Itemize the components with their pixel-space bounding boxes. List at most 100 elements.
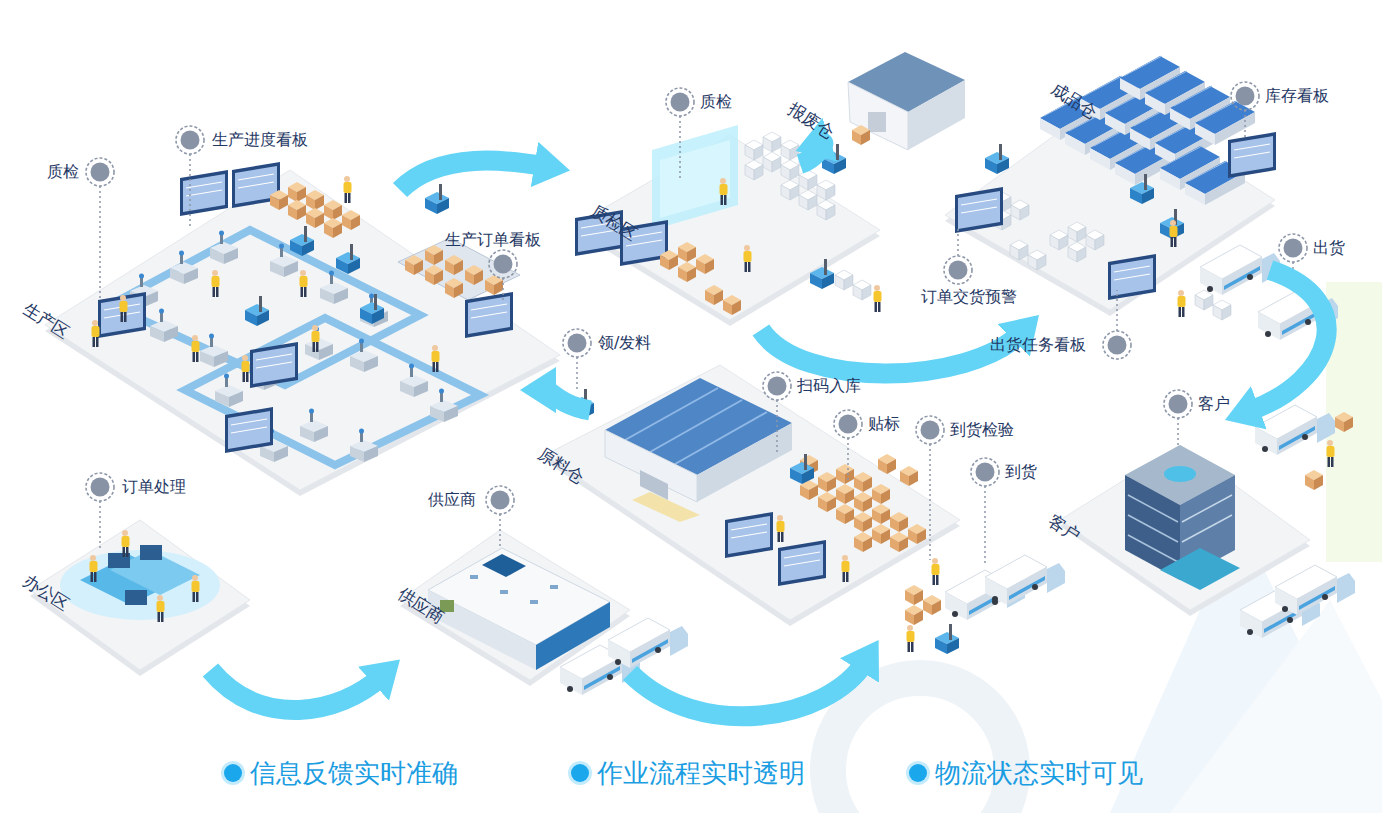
callout-label: 质检 [47, 161, 79, 183]
quality-area-art-part [660, 250, 678, 270]
customer-area-art [1125, 405, 1355, 638]
production-area-art-part [305, 327, 333, 361]
zone-area: 供应商 [400, 520, 630, 690]
callout-icons [86, 82, 1307, 514]
raw-warehouse-art-part [905, 605, 923, 625]
zone-label: 生产区 [19, 298, 73, 342]
scrap-warehouse-art-part [868, 112, 886, 132]
callout-markers-part [679, 116, 681, 180]
supplier-area-art-part [550, 585, 558, 589]
office-area-art-part [90, 555, 98, 582]
supplier-area-art-part [482, 554, 526, 577]
legend-text: 物流状态实时可见 [935, 757, 1143, 789]
production-area-art-part [324, 218, 342, 238]
callout-label: 客户 [1198, 393, 1230, 415]
raw-warehouse-art-part [836, 484, 854, 504]
callout-label: 贴标 [868, 413, 900, 435]
platforms-part [545, 365, 960, 620]
platforms-part [575, 135, 880, 320]
callout-icons-part [563, 329, 591, 357]
callout-icons-part [763, 372, 791, 400]
office-area-art-part [125, 590, 147, 605]
raw-warehouse-art-part [878, 454, 896, 474]
callout-label: 供应商 [428, 489, 476, 511]
callout-markers-part [99, 186, 101, 300]
callout-markers-part [1177, 418, 1179, 448]
callout-icons-part [1164, 390, 1192, 418]
callout-icons-part [944, 256, 972, 284]
order-shelves [398, 238, 520, 338]
quality-area-art-part [745, 160, 763, 180]
finished-warehouse-art-part [1228, 132, 1276, 178]
production-area-art-part [288, 200, 306, 220]
customer-area-art-part [1275, 565, 1355, 615]
production-area-art-part [306, 208, 324, 228]
quality-area-art-part [678, 262, 696, 282]
order-shelves-part [465, 265, 483, 285]
scrap-warehouse-art-part [848, 82, 908, 150]
quality-area-art-part [835, 270, 853, 290]
zone-area: 质检区 [570, 120, 800, 330]
customer-area-art-part [1128, 495, 1178, 522]
raw-warehouse-art-part [935, 624, 959, 654]
callout-icons-part [1231, 82, 1259, 110]
legend-swatch [224, 764, 242, 782]
finished-warehouse-art-part [1050, 230, 1068, 250]
production-area-art-part [192, 335, 200, 362]
zone-label: 成品仓 [1047, 78, 1101, 122]
production-area-art-part [336, 244, 360, 274]
office-area-art-part [157, 595, 165, 622]
quality-area-art [425, 125, 882, 315]
zone-label: 办公区 [19, 570, 73, 614]
production-area-art-part [92, 320, 100, 347]
customer-area-art-part [1182, 495, 1232, 522]
raw-warehouse-art-part [932, 558, 940, 585]
production-area-art-part [342, 210, 360, 230]
flow-arrow [210, 670, 380, 710]
finished-warehouse-art-part [1178, 290, 1186, 317]
raw-warehouse-art-part [725, 512, 773, 558]
office-area-art-part [192, 575, 200, 602]
production-area-art-part [344, 176, 352, 203]
finished-warehouse-art-part [1200, 245, 1280, 295]
zone-label: 客户 [1044, 510, 1083, 545]
quality-area-art-part [810, 259, 834, 289]
production-area-art-part [290, 226, 314, 256]
callout-markers-part [776, 400, 778, 455]
callout-icons-part [176, 126, 204, 154]
finished-warehouse-art-part [1086, 230, 1104, 250]
callout-markers-part [576, 357, 578, 392]
quality-area-art-part [425, 184, 449, 214]
zone-area: 原料仓 [590, 360, 960, 640]
raw-warehouse-art-part [854, 532, 872, 552]
zone-label: 质检区 [587, 200, 641, 244]
supplier-area-art-part [500, 590, 508, 594]
production-area-art-part [312, 325, 320, 352]
production-area-art-part [360, 294, 388, 328]
raw-warehouse-art-part [842, 555, 850, 582]
production-area-art-part [300, 409, 328, 443]
raw-warehouse-art-part [908, 524, 926, 544]
callout-icons-part [486, 486, 514, 514]
raw-warehouse-art-part [905, 585, 923, 605]
production-area-art-part [185, 318, 480, 465]
order-shelves-part [405, 255, 423, 275]
callout-markers-part [984, 486, 986, 565]
callout-icons-part [1279, 234, 1307, 262]
callout-markers-part [1244, 110, 1246, 140]
platforms [30, 95, 1310, 686]
order-shelves-part [445, 255, 463, 275]
callout-icons-part [489, 250, 517, 278]
production-area-art-part [432, 345, 440, 372]
quality-area-art-part [817, 180, 835, 200]
raw-warehouse-art-part [632, 492, 700, 522]
production-area-art-part [215, 374, 243, 408]
finished-warehouse-art-part [1068, 242, 1086, 262]
callout-label: 生产订单看板 [445, 229, 541, 251]
customer-area-art-part [1335, 412, 1353, 432]
supplier-area-art-part [530, 600, 538, 604]
order-shelves-part [425, 265, 443, 285]
raw-warehouse-art-part [697, 423, 792, 502]
quality-area-art-part [696, 254, 714, 274]
